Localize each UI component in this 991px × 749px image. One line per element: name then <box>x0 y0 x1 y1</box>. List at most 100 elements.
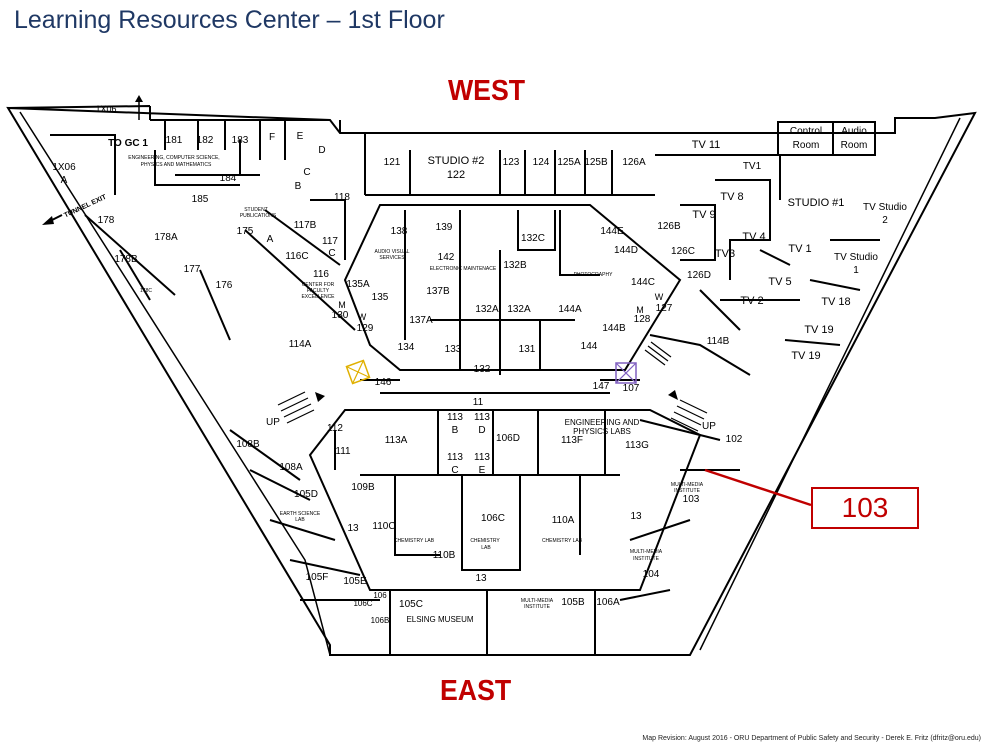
room-label-rTV8: TV 8 <box>720 191 743 203</box>
room-label-r111: 111 <box>335 446 351 457</box>
room-label-r113B1: 113 <box>447 412 463 423</box>
room-label-r183: 183 <box>232 135 249 146</box>
room-label-r185: 185 <box>192 194 209 205</box>
room-label-rM1: M <box>338 300 346 310</box>
room-label-rD: D <box>318 145 325 156</box>
room-label-rMMI2a: MULTI-MEDIA <box>630 549 663 555</box>
room-label-r144B: 144B <box>602 323 626 334</box>
room-label-r142: 142 <box>438 252 455 263</box>
callout-leader-line <box>704 468 812 507</box>
stairs-east <box>670 399 708 432</box>
room-label-rMMI1b: INSTITUTE <box>674 488 700 494</box>
room-label-rC: C <box>303 167 310 178</box>
room-label-r126B: 126B <box>657 221 681 232</box>
east-direction-label: EAST <box>440 675 512 707</box>
room-label-rUP1: UP <box>266 417 280 428</box>
room-label-rTV3: TV3 <box>715 248 735 260</box>
room-label-r103: 103 <box>683 494 700 505</box>
room-label-r106D: 106D <box>496 433 520 444</box>
room-label-r110C: 110C <box>372 521 395 532</box>
room-label-rTVS2a: TV Studio <box>863 202 907 213</box>
room-label-r182: 182 <box>197 135 214 146</box>
room-label-rTV19b: TV 19 <box>791 350 820 362</box>
room-label-r117C: C <box>328 248 335 259</box>
stairs-up-arrow-west-icon <box>315 392 325 402</box>
page-title: Learning Resources Center – 1st Floor <box>14 6 445 34</box>
room-label-rTVS2b: 2 <box>882 215 888 226</box>
room-label-rES1: EARTH SCIENCE <box>280 511 321 517</box>
room-label-rChem1: CHEMISTRY LAB <box>394 538 435 544</box>
room-label-r1x06a1: 1X06 <box>52 162 76 173</box>
room-label-r105D: 105D <box>294 489 318 500</box>
room-label-r134: 134 <box>398 342 415 353</box>
room-label-r137A: 137A <box>409 315 433 326</box>
room-label-rEng2: PHYSICS AND MATHEMATICS <box>141 162 212 168</box>
room-label-rTVS1a: TV Studio <box>834 252 878 263</box>
room-label-r125A: 125A <box>557 157 581 168</box>
room-label-r117: 117 <box>322 236 338 247</box>
room-label-r114A: 114A <box>289 339 312 350</box>
room-label-r113D2: D <box>478 425 485 436</box>
room-label-r131: 131 <box>519 344 536 355</box>
room-label-r132A2: 132A <box>507 304 531 315</box>
room-label-r116: 116 <box>313 269 329 280</box>
elevator-east-icon <box>615 362 637 384</box>
room-label-rMMI3b: INSTITUTE <box>524 604 550 610</box>
room-label-r104: 104 <box>643 569 660 580</box>
stairs-up-arrow-east-icon <box>668 390 678 400</box>
room-label-r118: 118 <box>334 192 350 203</box>
room-label-rTV5: TV 5 <box>768 276 791 288</box>
room-label-r113E1: 113 <box>474 452 490 463</box>
room-label-rW1: W <box>358 312 367 322</box>
room-label-r132C: 132C <box>521 233 545 244</box>
room-label-r144C: 144C <box>631 277 655 288</box>
room-label-rE: E <box>297 131 304 142</box>
room-label-r147: 147 <box>593 381 610 392</box>
tunnel-exit-arrow-icon <box>42 214 63 225</box>
room-label-r133: 133 <box>445 344 462 355</box>
room-label-rMMI2b: INSTITUTE <box>633 556 659 562</box>
room-label-r178: 178 <box>98 215 115 226</box>
room-label-r139: 139 <box>436 222 453 233</box>
room-label-r124: 124 <box>533 157 550 168</box>
room-label-r132A1: 132A <box>475 304 499 315</box>
room-label-rEng1: ENGINEERING, COMPUTER SCIENCE, <box>128 155 219 161</box>
room-label-rAV2: SERVICES <box>379 255 405 261</box>
room-label-rCFE2: FACULTY <box>307 288 330 294</box>
room-label-r178B: 178B <box>114 254 138 265</box>
room-label-rStudio1: STUDIO #1 <box>788 197 845 209</box>
room-label-rStuPub1: STUDENT <box>244 207 268 213</box>
room-label-rChem2a: CHEMISTRY <box>470 538 500 544</box>
room-label-r113A: 113A <box>385 435 408 446</box>
room-label-rChem2b: LAB <box>481 545 491 551</box>
room-label-r132: 132 <box>474 364 491 375</box>
room-label-r146: 146 <box>375 377 392 388</box>
room-label-r144A: 144A <box>558 304 582 315</box>
room-label-r181: 181 <box>166 135 183 146</box>
room-label-rTV1b: TV 1 <box>788 243 811 255</box>
room-label-r125B: 125B <box>584 157 608 168</box>
room-label-r178C: 178C <box>140 288 152 294</box>
room-label-rES2: LAB <box>295 517 305 523</box>
room-label-r113D1: 113 <box>474 412 490 423</box>
room-label-r144D: 144D <box>614 245 638 256</box>
room-label-r123: 123 <box>503 157 520 168</box>
room-label-r112: 112 <box>327 423 343 434</box>
room-label-r144: 144 <box>581 341 598 352</box>
room-label-rUP2: UP <box>702 421 716 432</box>
room-label-r108A: 108A <box>279 462 303 473</box>
room-label-rElsing: ELSING MUSEUM <box>406 615 473 624</box>
room-label-r13b: 13 <box>630 511 642 522</box>
room-label-rF: F <box>269 132 275 143</box>
room-label-rAV1: AUDIO VISUAL <box>374 249 409 255</box>
room-label-r130: 130 <box>332 310 349 321</box>
room-label-r110B: 110B <box>433 550 456 561</box>
room-label-r126C: 126C <box>671 246 695 257</box>
room-label-r106C2: 106C <box>353 599 372 608</box>
room-label-r13a: 13 <box>347 523 359 534</box>
room-label-r105B: 105B <box>561 597 585 608</box>
room-label-r176: 176 <box>216 280 233 291</box>
room-label-rtogc: TO GC 1 <box>108 138 148 149</box>
room-label-rEP1: ENGINEERING AND <box>565 418 640 427</box>
